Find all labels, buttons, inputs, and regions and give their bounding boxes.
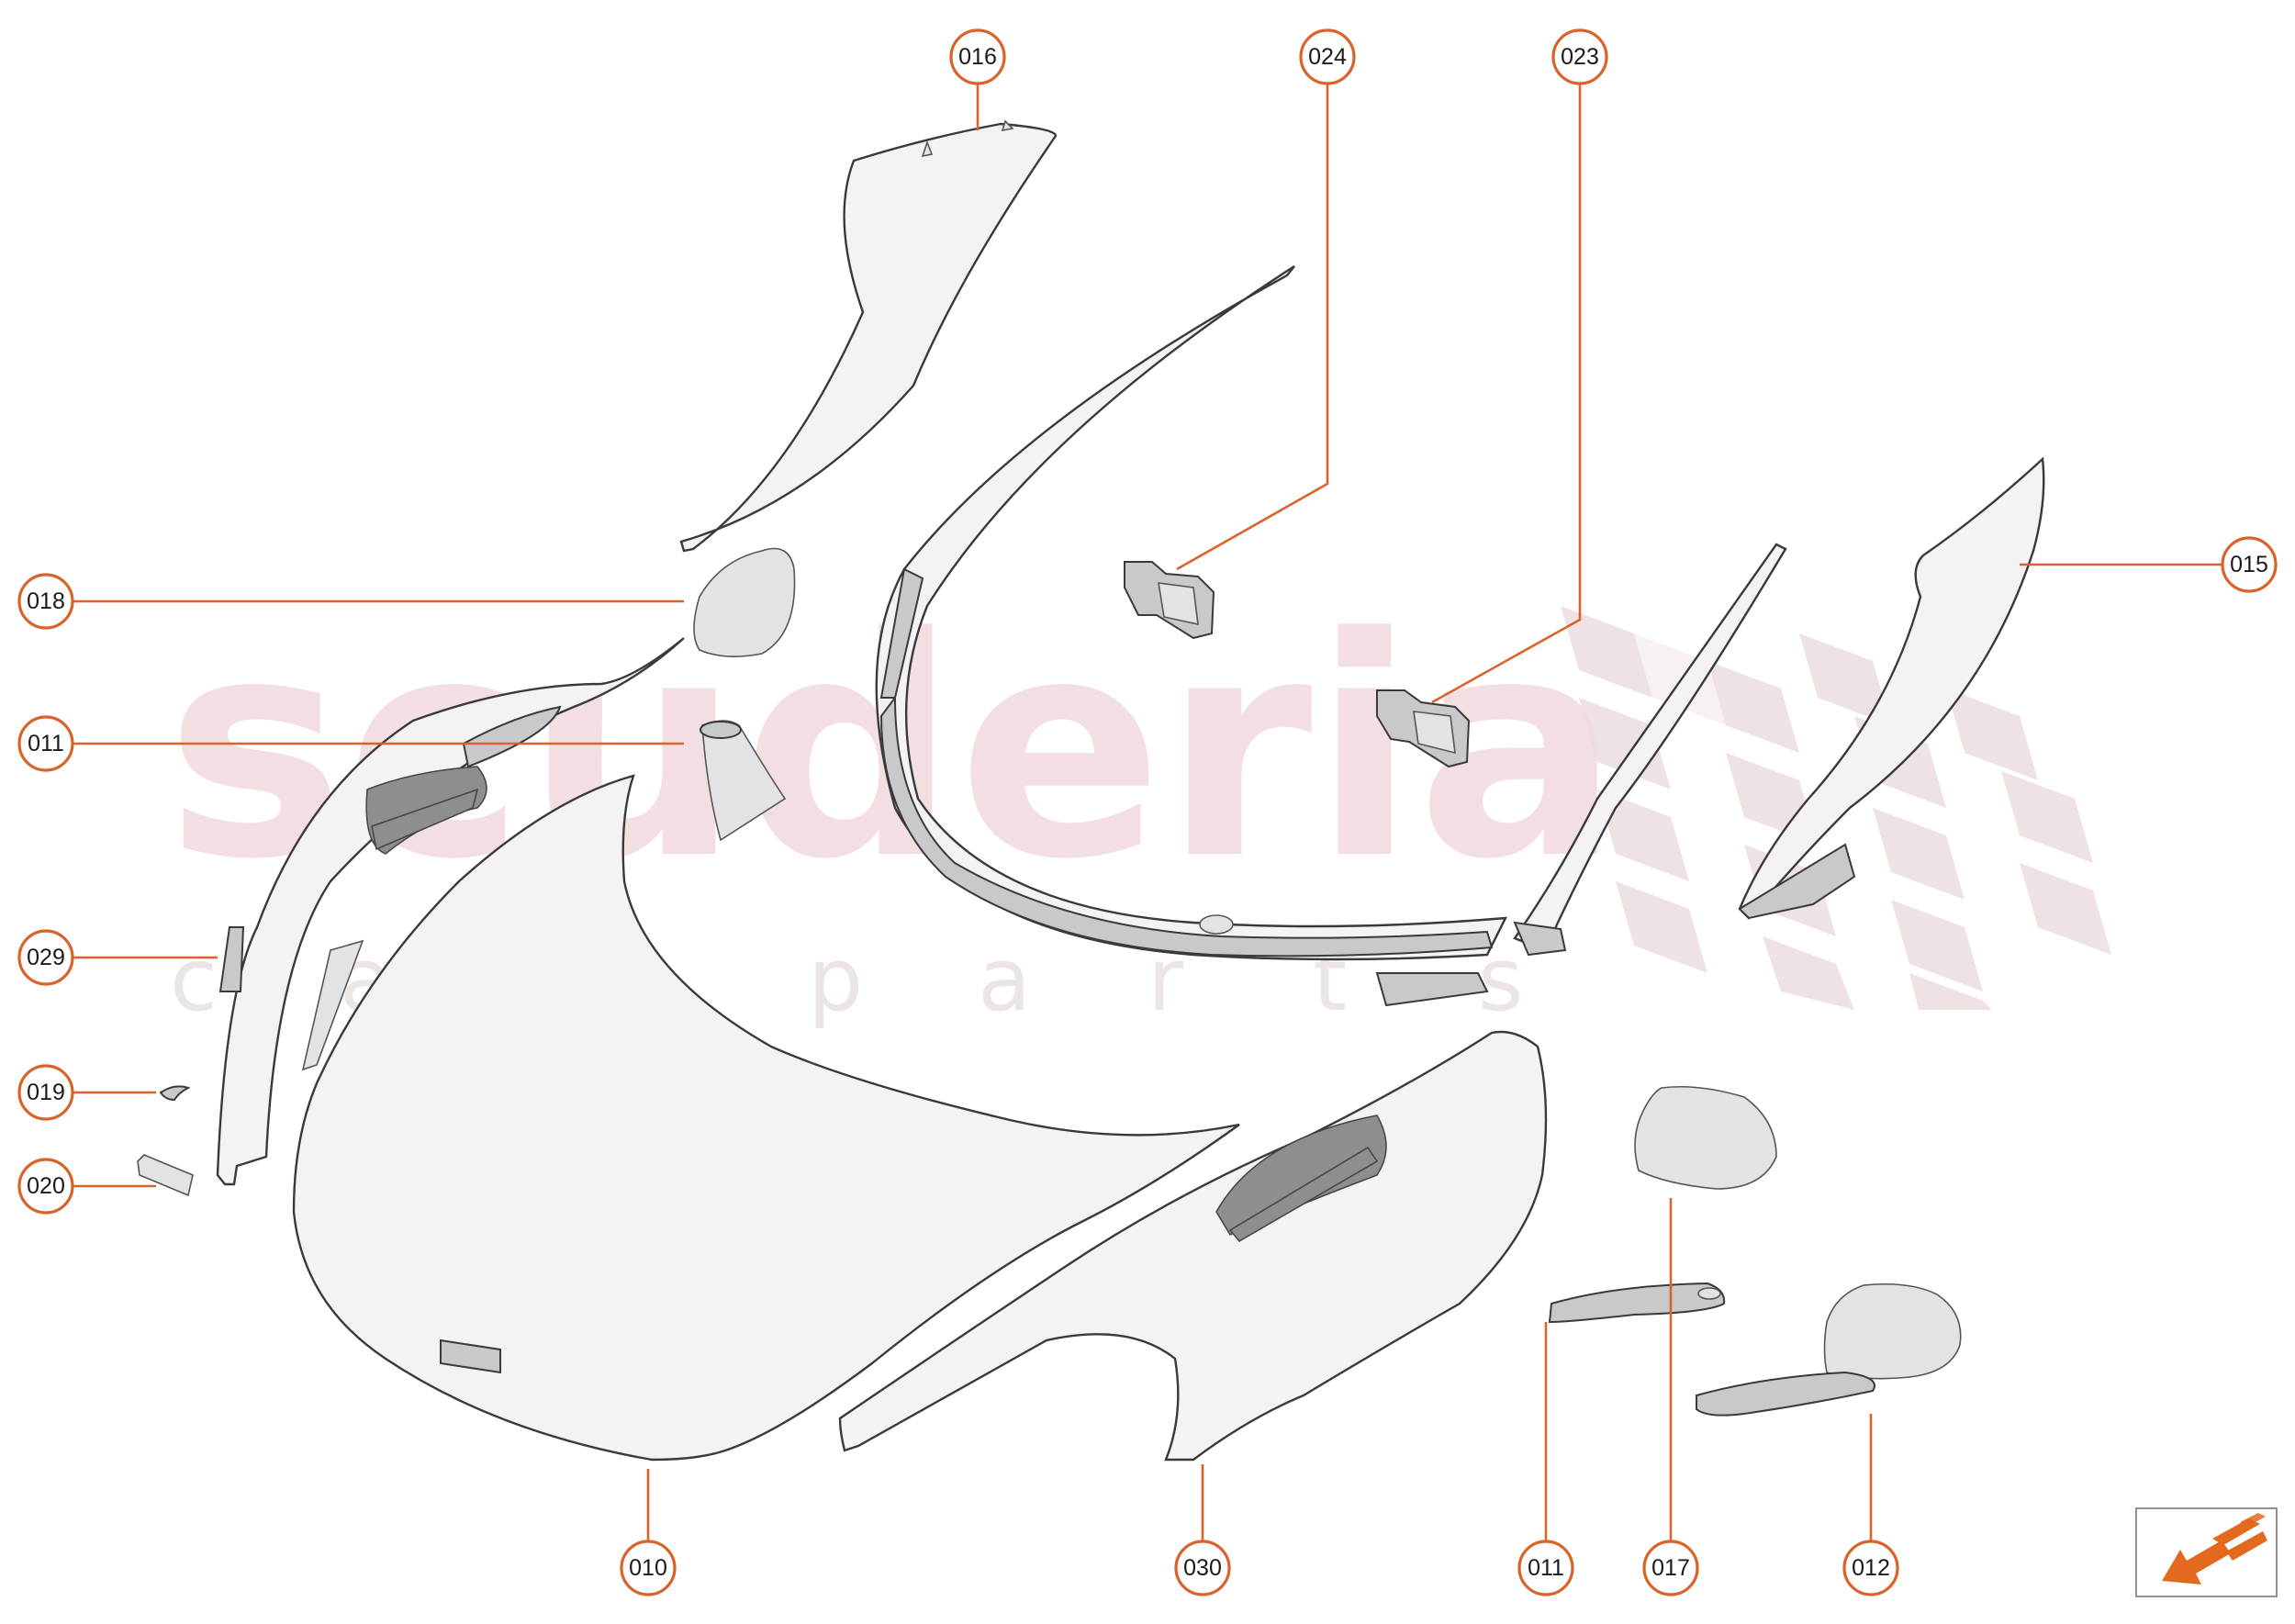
leader-lines [70, 78, 2224, 1541]
callout-label: 015 [2230, 552, 2268, 577]
callout-label: 020 [27, 1173, 65, 1199]
watermark-letter: a [978, 930, 1031, 1031]
leader-023 [1431, 78, 1582, 704]
callout-label: 011 [28, 731, 64, 756]
part-011-mirror-base [1548, 1282, 1726, 1324]
callout-label: 012 [1852, 1555, 1890, 1581]
callout-label: 016 [958, 44, 997, 70]
part-windscreen-frame [875, 264, 1508, 1007]
callout-029[interactable]: 029 [17, 929, 74, 986]
part-024-clip-bracket [1124, 561, 1215, 640]
part-018-mirror-cap [693, 547, 796, 657]
callout-023[interactable]: 023 [1551, 28, 1608, 85]
callout-020[interactable]: 020 [17, 1158, 74, 1215]
part-011-mirror-base [700, 720, 787, 842]
callout-label: 029 [27, 945, 65, 970]
callout-label: 019 [27, 1080, 65, 1105]
direction-arrow-icon [2162, 1513, 2267, 1585]
callout-label: 024 [1308, 44, 1347, 70]
callout-circle [620, 1540, 677, 1596]
part-019-emblem [159, 1085, 191, 1102]
callout-label: 030 [1183, 1555, 1222, 1581]
callout-circle [17, 1158, 74, 1215]
callout-012[interactable]: 012 [1842, 1540, 1899, 1596]
callout-010[interactable]: 010 [620, 1540, 677, 1596]
part-020-badge-plate [137, 1154, 194, 1197]
callout-circle [2221, 536, 2278, 593]
part-016-rear-quarter-panel [679, 119, 1058, 553]
callout-017[interactable]: 017 [1642, 1540, 1699, 1596]
callout-circle [1517, 1540, 1574, 1596]
callout-030[interactable]: 030 [1174, 1540, 1231, 1596]
part-017-mirror-cap [1634, 1086, 1777, 1190]
part-010-bonnet [292, 774, 1240, 1462]
part-030-front-fender [838, 1030, 1548, 1462]
callout-circle [17, 715, 74, 772]
callout-label: 023 [1561, 44, 1599, 70]
callout-024[interactable]: 024 [1299, 28, 1356, 85]
callout-label: 010 [629, 1555, 667, 1581]
part-012-door-mirror-assembly [1696, 1282, 1962, 1417]
callout-circle [17, 929, 74, 986]
nav-direction-button[interactable] [2135, 1507, 2278, 1597]
watermark-letter: p [808, 930, 863, 1031]
callout-016[interactable]: 016 [949, 28, 1006, 85]
part-023-clip-bracket [1376, 689, 1471, 768]
callout-018[interactable]: 018 [17, 573, 74, 630]
callout-label: 017 [1651, 1555, 1690, 1581]
part-015-rear-quarter-panel [1738, 456, 2045, 920]
watermark-letter: c [170, 930, 218, 1031]
callout-circle [1299, 28, 1356, 85]
callout-circle [1551, 28, 1608, 85]
leader-024 [1176, 78, 1329, 571]
callout-circle [1842, 1540, 1899, 1596]
part-a-pillar-right [1513, 543, 1787, 957]
part-029-front-fender [216, 637, 685, 1186]
callout-circle [1174, 1540, 1231, 1596]
callout-015[interactable]: 015 [2221, 536, 2278, 593]
callout-label: 018 [27, 588, 65, 614]
callout-011-lower[interactable]: 011 [1517, 1540, 1574, 1596]
callout-circle [17, 573, 74, 630]
callout-011-upper[interactable]: 011 [17, 715, 74, 772]
callout-019[interactable]: 019 [17, 1064, 74, 1121]
callout-circle [1642, 1540, 1699, 1596]
callout-circle [949, 28, 1006, 85]
callout-label: 011 [1528, 1555, 1564, 1581]
callout-circle [17, 1064, 74, 1121]
